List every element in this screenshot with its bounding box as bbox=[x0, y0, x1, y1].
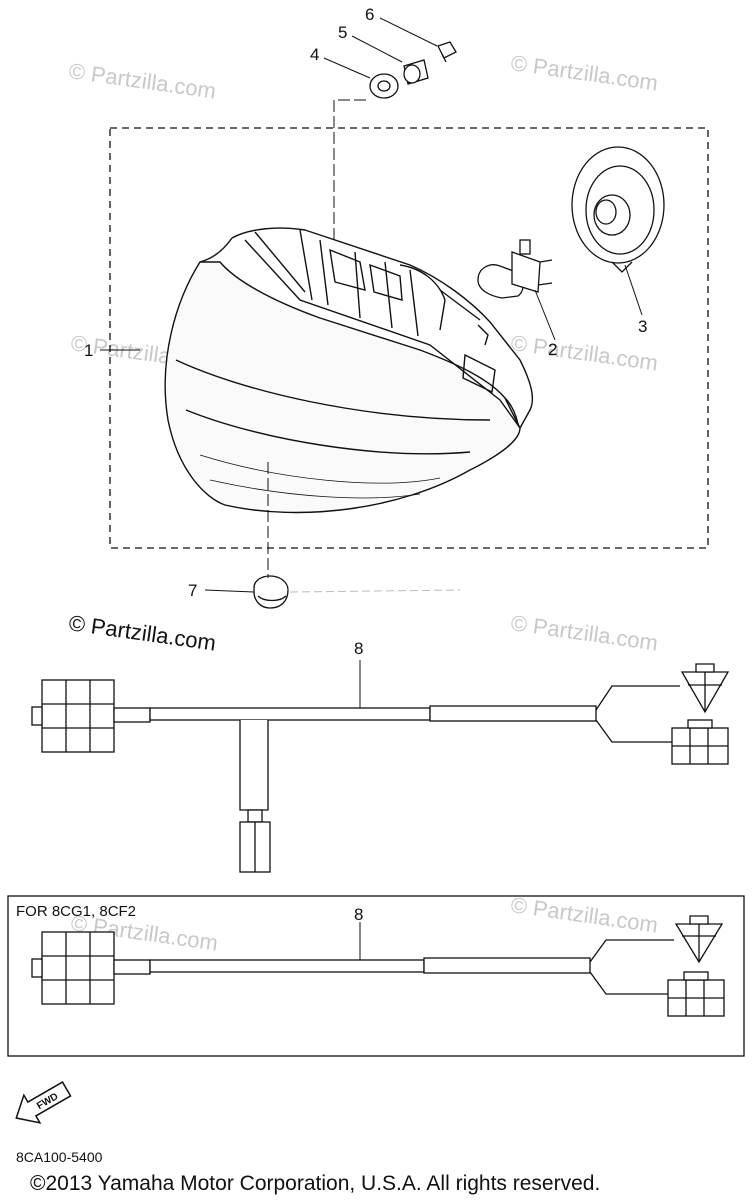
assembly-dashed-box bbox=[109, 127, 709, 549]
harness-square-connector bbox=[671, 719, 729, 765]
variant-connector-left bbox=[31, 931, 151, 1005]
harness-branch-connector bbox=[239, 821, 271, 873]
part-code: 8CA100-5400 bbox=[16, 1149, 103, 1165]
bulb-rubber-cover bbox=[571, 146, 665, 273]
grommet-4 bbox=[369, 73, 399, 99]
small-parts bbox=[369, 41, 457, 99]
wire-harness-main bbox=[31, 663, 730, 873]
copyright-notice: ©2013 Yamaha Motor Corporation, U.S.A. A… bbox=[30, 1172, 600, 1195]
watermark-7: © Partzilla.com bbox=[509, 892, 659, 937]
callout-numbers: 1 2 3 4 5 6 7 8 8 bbox=[84, 5, 647, 924]
harness-trunk bbox=[149, 707, 431, 721]
variant-trunk bbox=[149, 959, 425, 973]
callout-6: 6 bbox=[365, 5, 374, 24]
callout-5: 5 bbox=[338, 23, 347, 42]
harness-main-connector-left bbox=[31, 679, 151, 753]
callout-8-variant: 8 bbox=[354, 905, 363, 924]
callout-8-harness: 8 bbox=[354, 639, 363, 658]
collar-5 bbox=[403, 59, 429, 85]
grommet-7 bbox=[253, 575, 289, 609]
watermark-4: © Partzilla.com bbox=[509, 330, 659, 375]
callout-1: 1 bbox=[84, 341, 93, 360]
fwd-arrow-icon: FWD bbox=[15, 1081, 72, 1124]
headlight-bulb bbox=[477, 239, 553, 299]
watermark-strong: © Partzilla.com bbox=[67, 610, 217, 655]
variant-triangle-connector bbox=[674, 915, 724, 964]
headlight-assembly bbox=[164, 227, 534, 514]
leader-lines bbox=[100, 17, 643, 962]
watermark-1: © Partzilla.com bbox=[67, 58, 217, 103]
callout-4: 4 bbox=[310, 45, 319, 64]
callout-2: 2 bbox=[548, 340, 557, 359]
callout-7: 7 bbox=[188, 581, 197, 600]
variant-box bbox=[7, 895, 745, 1057]
wire-harness-variant bbox=[31, 915, 725, 1017]
watermark-5: © Partzilla.com bbox=[509, 610, 659, 655]
harness-triangle-connector bbox=[680, 663, 730, 714]
harness-trunk-sleeve bbox=[429, 705, 597, 722]
bolt-6 bbox=[437, 41, 457, 63]
variant-square-connector bbox=[667, 971, 725, 1017]
watermark-2: © Partzilla.com bbox=[509, 50, 659, 95]
variant-box-label: FOR 8CG1, 8CF2 bbox=[16, 903, 136, 920]
headlight-lens-outline bbox=[164, 261, 521, 514]
headlight-housing-top bbox=[231, 227, 534, 429]
variant-trunk-sleeve bbox=[423, 957, 591, 974]
callout-3: 3 bbox=[638, 317, 647, 336]
